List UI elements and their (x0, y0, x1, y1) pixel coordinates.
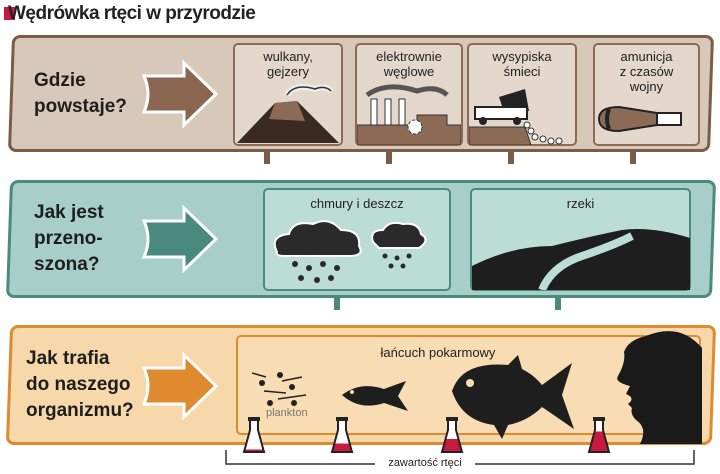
question-line: Jak trafia (26, 348, 110, 369)
question-line: powstaje? (34, 96, 127, 117)
mercury-flask-icon (587, 417, 611, 453)
section-intake-question: Jak trafia do naszego organizmu? (26, 346, 134, 424)
question-line: przeno- (34, 228, 103, 249)
connector (334, 298, 340, 310)
arrow-icon (141, 205, 219, 273)
connector (264, 152, 270, 164)
mercury-level (332, 443, 352, 452)
river-icon (472, 229, 690, 290)
mercury-level (442, 439, 462, 452)
plankton-label: plankton (266, 407, 308, 419)
connector (508, 152, 514, 164)
plankton-icon (252, 372, 307, 406)
source-volcano: wulkany,gejzery (233, 43, 343, 146)
arrow-icon (141, 60, 219, 128)
question-line: Jak jest (34, 202, 104, 223)
bomb-icon (597, 105, 682, 133)
question-line: do naszego (26, 374, 131, 395)
human-head-icon (617, 331, 702, 444)
mercury-flask-icon (242, 417, 266, 453)
volcano-icon (237, 84, 339, 143)
large-fish-icon (452, 355, 574, 439)
question-line: Gdzie (34, 70, 86, 91)
question-line: szona? (34, 254, 100, 275)
connector (386, 152, 392, 164)
power-plant-icon (357, 84, 461, 145)
title-marker (4, 7, 15, 20)
section-source-question: Gdzie powstaje? (34, 68, 127, 120)
mercury-content-bracket (225, 450, 695, 470)
question-line: organizmu? (26, 400, 134, 421)
page-title: Wędrówka rtęci w przyrodzie (8, 3, 256, 24)
small-fish-icon (342, 381, 408, 411)
mercury-content-label: zawartość rtęci (388, 457, 462, 469)
mercury-flask-icon (440, 417, 464, 453)
connector (555, 298, 561, 310)
rain-cloud-icon (273, 220, 427, 283)
arrow-icon (141, 352, 219, 420)
connector (630, 152, 636, 164)
dump-truck-icon (469, 89, 563, 145)
mercury-level (244, 449, 264, 452)
section-transport-question: Jak jest przeno- szona? (34, 200, 104, 278)
food-chain-box: łańcuch pokarmowy plankton (236, 335, 701, 439)
transport-clouds: chmury i deszcz (263, 188, 451, 291)
transport-rivers: rzeki (470, 188, 691, 291)
food-chain-label: łańcuch pokarmowy (380, 345, 496, 360)
mercury-flask-icon (330, 417, 354, 453)
